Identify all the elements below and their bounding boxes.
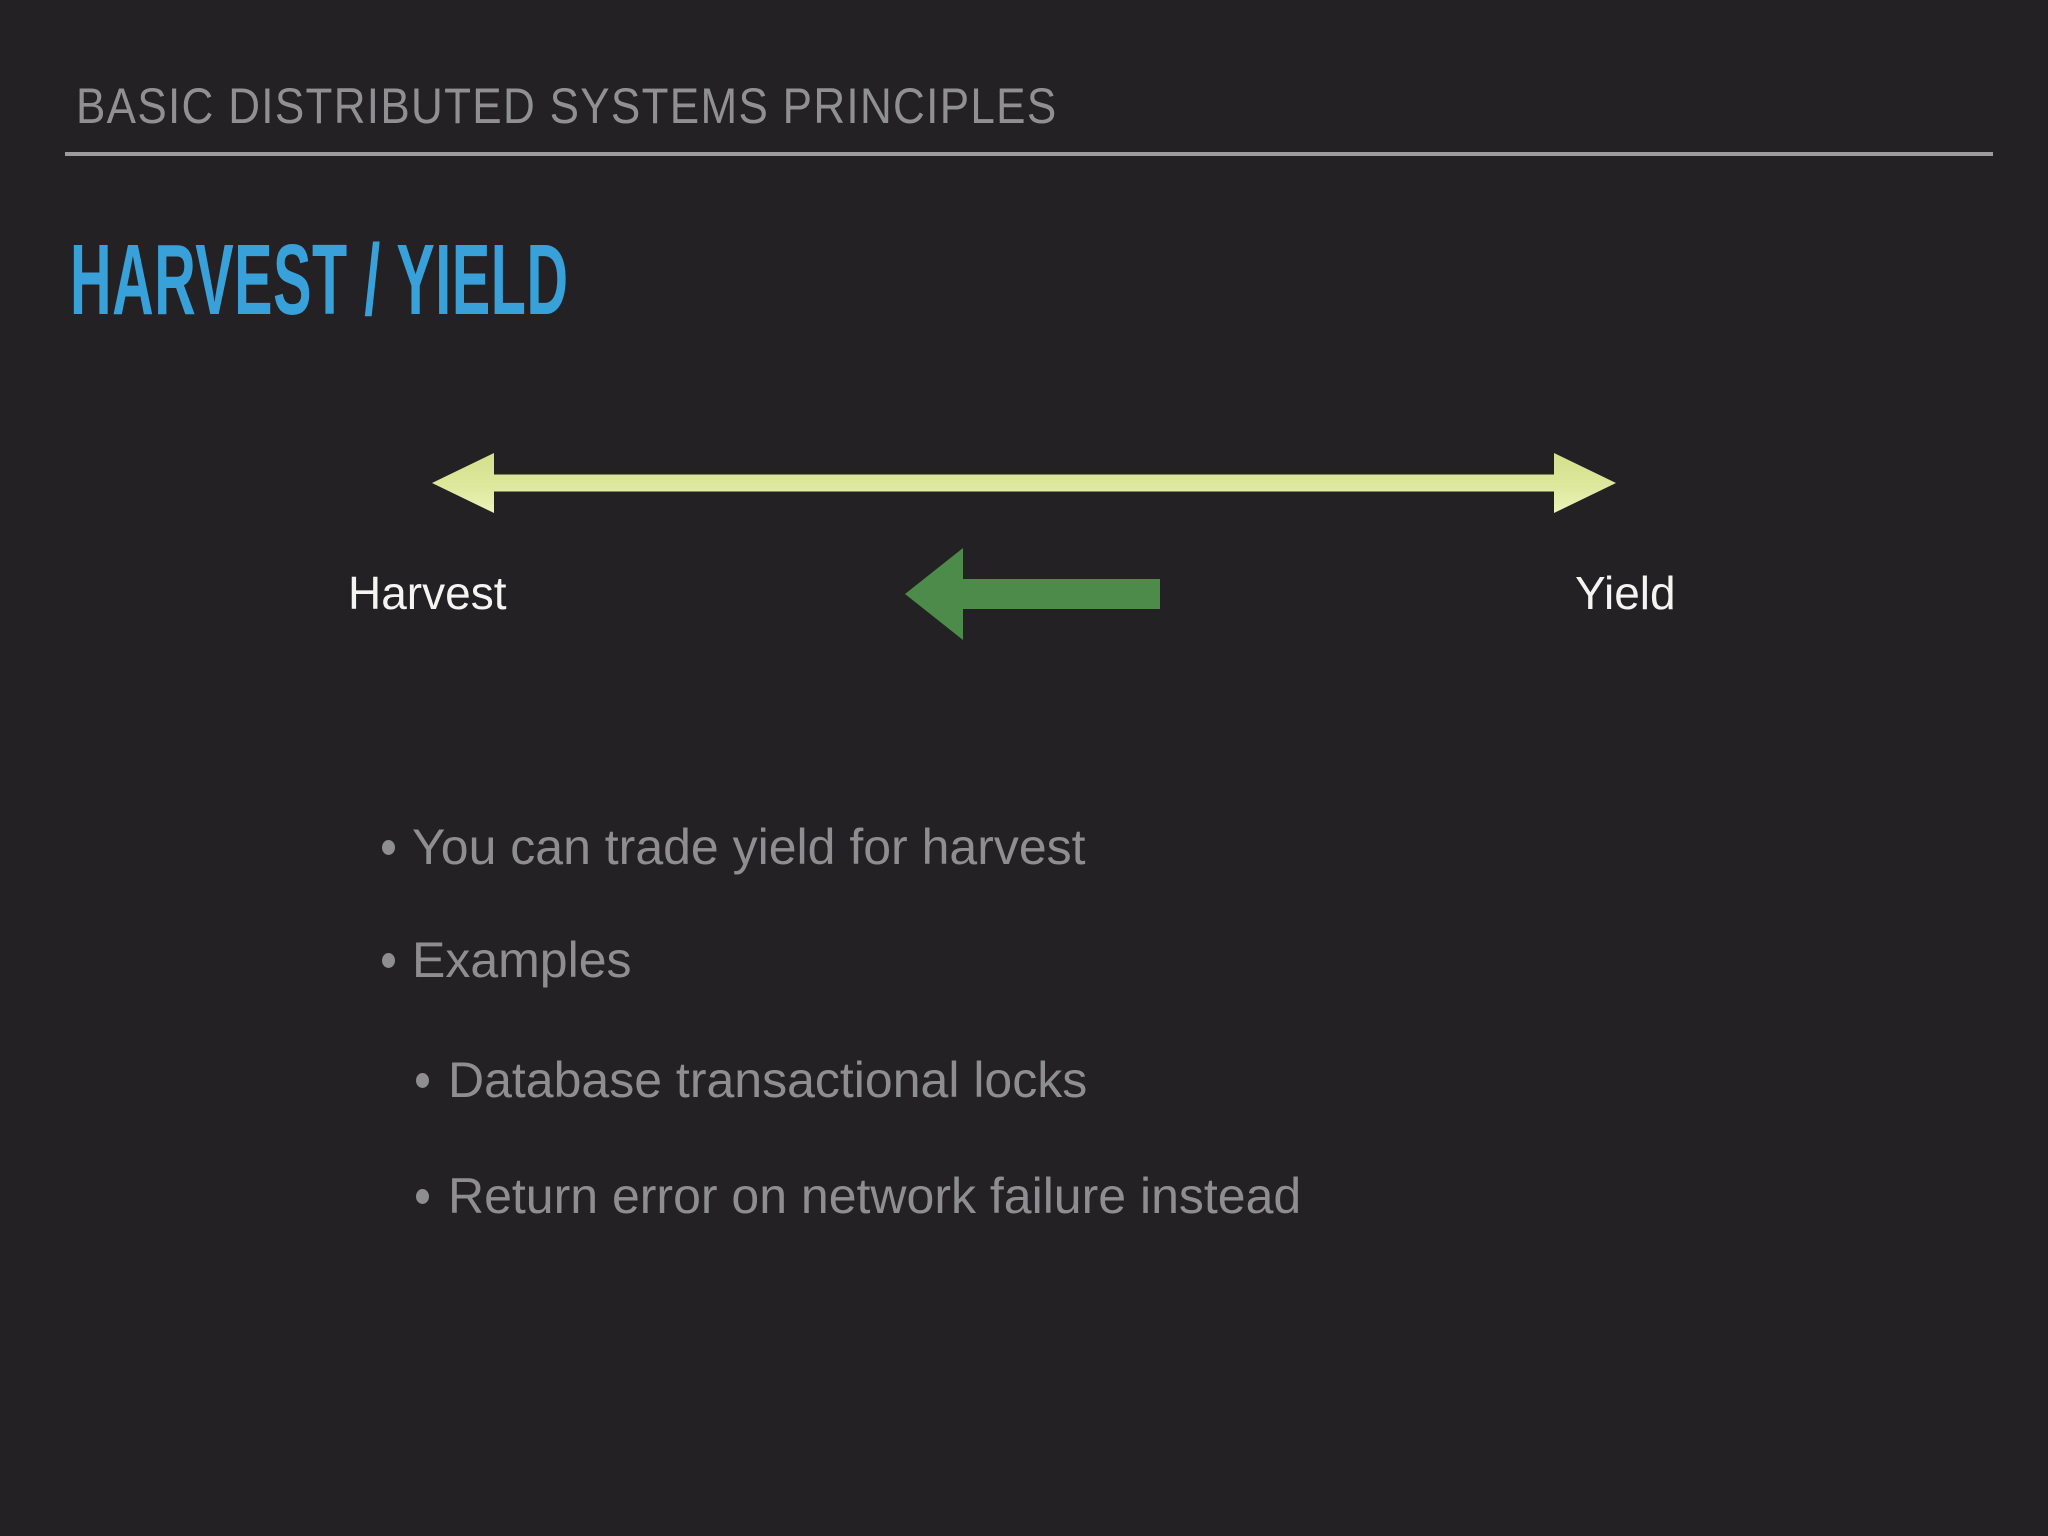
left-arrow-icon	[905, 548, 1160, 640]
bullet-text: You can trade yield for harvest	[412, 819, 1086, 875]
bullet-dot-icon	[416, 1072, 429, 1088]
list-item-sub: Return error on network failure instead	[416, 1166, 1301, 1226]
list-item: Examples	[382, 930, 632, 990]
list-item: You can trade yield for harvest	[382, 817, 1086, 877]
harvest-label: Harvest	[348, 567, 507, 619]
list-item-sub: Database transactional locks	[416, 1050, 1087, 1110]
bullet-dot-icon	[382, 952, 395, 968]
bullet-dot-icon	[382, 839, 395, 855]
bullet-text: Return error on network failure instead	[448, 1168, 1302, 1224]
slide-title: HARVEST / YIELD	[70, 224, 569, 336]
header-divider	[65, 152, 1993, 156]
yield-label: Yield	[1575, 567, 1676, 619]
bullet-text: Examples	[412, 932, 632, 988]
bullet-dot-icon	[416, 1188, 429, 1204]
double-arrow-icon	[432, 453, 1616, 513]
slide-kicker: BASIC DISTRIBUTED SYSTEMS PRINCIPLES	[76, 78, 1058, 134]
bullet-text: Database transactional locks	[448, 1052, 1088, 1108]
